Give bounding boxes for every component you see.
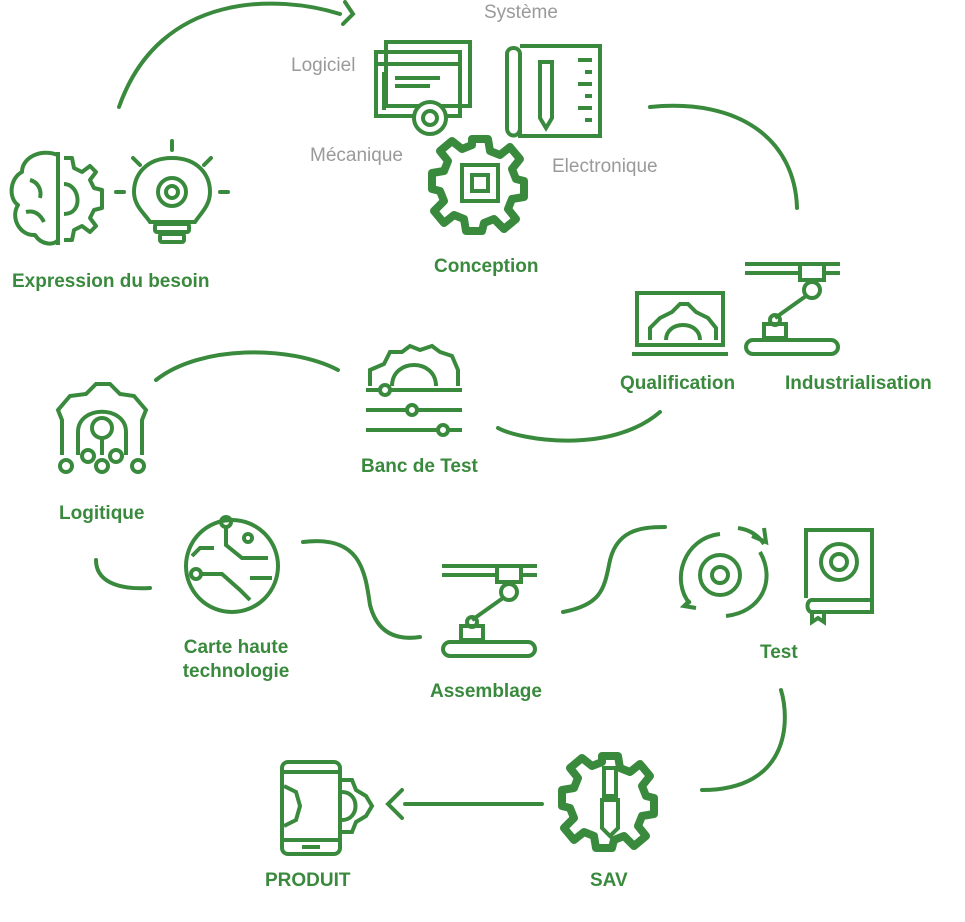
step-sav-label: SAV [590, 870, 628, 891]
lightbulb-gear-icon [114, 139, 230, 244]
connector-carte-assemblage [301, 539, 422, 640]
gear-sliders-icon [366, 343, 462, 437]
robot-arm-assembly-icon [441, 564, 537, 658]
brain-gear-icon [9, 150, 104, 246]
step-assemblage-label: Assemblage [430, 681, 542, 702]
connector-logitique-carte [94, 558, 152, 591]
connector-assemblage-test [561, 525, 667, 614]
chip-gear-icon [432, 139, 524, 231]
connector-test-sav [700, 688, 787, 792]
smartphone-gear-icon [280, 760, 375, 856]
gear-screwdriver-icon [562, 756, 654, 848]
step-carte-label: Carte haute technologie [168, 636, 304, 684]
step-qualification-label: Qualification [620, 373, 736, 394]
software-window-gear-icon [374, 40, 472, 136]
connector-conception-industrialisation [648, 103, 799, 210]
step-industrialisation-label: Industrialisation [785, 373, 932, 394]
arrowhead-icon [385, 788, 404, 820]
laptop-gear-icon [632, 291, 728, 356]
domain-mecanique-label: Mécanique [310, 145, 403, 166]
domain-logiciel-label: Logiciel [291, 55, 356, 76]
step-test-label: Test [760, 642, 798, 663]
step-conception-label: Conception [434, 256, 539, 277]
step-expression-label: Expression du besoin [12, 271, 210, 292]
arrowhead-icon [341, 0, 356, 26]
domain-systeme-label: Système [484, 2, 558, 23]
step-bancdetest-label: Banc de Test [361, 456, 478, 477]
robot-arm-icon [744, 262, 840, 356]
gear-book-icon [804, 528, 874, 626]
connector-expression-conception [117, 1, 342, 109]
connector-qualification-bancdetest [496, 410, 662, 443]
step-carte-line1: Carte haute [183, 637, 289, 658]
cycle-gear-icon [678, 526, 769, 618]
domain-electronique-label: Electronique [552, 156, 658, 177]
circuit-gear-icon [55, 382, 149, 474]
circuit-board-icon [184, 515, 280, 614]
step-produit-label: PRODUIT [265, 870, 351, 891]
blueprint-ruler-pencil-icon [505, 44, 602, 138]
step-carte-line2: technologie [182, 661, 290, 682]
connector-bancdetest-logitique [154, 350, 340, 382]
step-logitique-label: Logitique [59, 503, 145, 524]
